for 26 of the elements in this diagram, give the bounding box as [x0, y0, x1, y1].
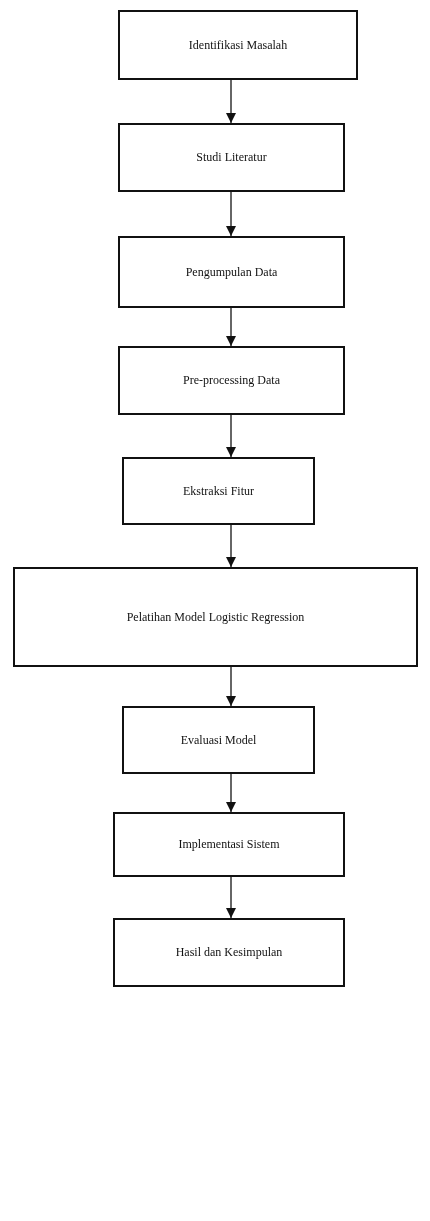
process-box	[118, 10, 358, 80]
process-box	[113, 812, 345, 877]
step-label: Studi Literatur	[196, 150, 267, 165]
process-box	[118, 123, 345, 192]
arrow	[225, 876, 237, 919]
process-box	[118, 346, 345, 415]
step-label: Pelatihan Model Logistic Regression	[126, 609, 305, 625]
arrow	[225, 524, 237, 568]
arrow	[225, 79, 237, 124]
process-box	[122, 706, 315, 774]
process-box	[13, 567, 418, 667]
step-label: Evaluasi Model	[180, 732, 257, 748]
step-label: Pengumpulan Data	[185, 264, 278, 280]
process-box	[113, 918, 345, 987]
process-box	[122, 457, 315, 525]
step-label: Implementasi Sistem	[178, 837, 280, 852]
arrow	[225, 414, 237, 458]
arrow	[225, 307, 237, 347]
step-label: Identifikasi Masalah	[188, 37, 288, 53]
process-box	[118, 236, 345, 308]
step-label: Hasil dan Kesimpulan	[175, 945, 283, 960]
step-label: Ekstraksi Fitur	[183, 483, 254, 499]
arrow	[225, 666, 237, 707]
arrow	[225, 191, 237, 237]
step-label: Pre-processing Data	[183, 373, 280, 388]
arrow	[225, 773, 237, 813]
